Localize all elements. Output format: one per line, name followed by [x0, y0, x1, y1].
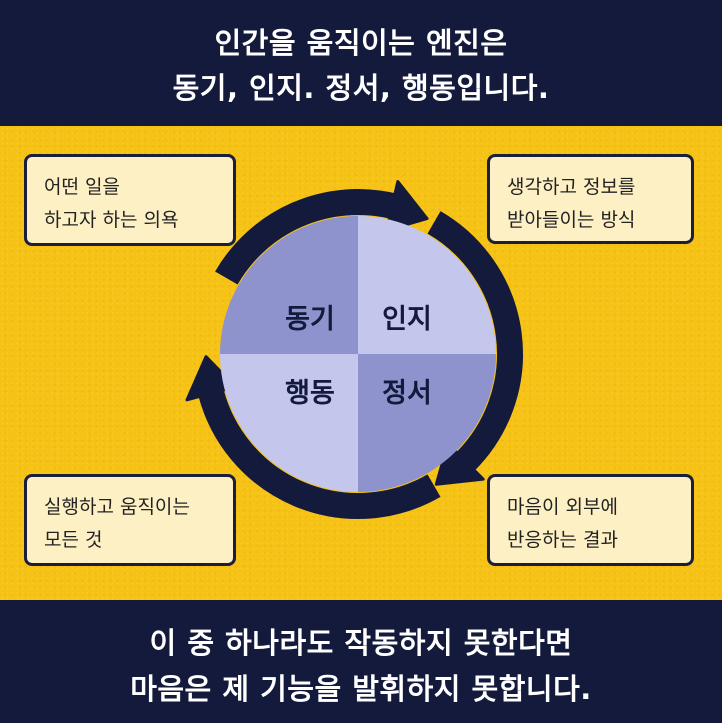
- quadrant-motivation: [220, 216, 358, 354]
- note-motivation: 어떤 일을 하고자 하는 의욕: [24, 154, 236, 246]
- note-emotion-line-2: 반응하는 결과: [507, 529, 618, 551]
- quadrant-label-behavior: 행동: [285, 378, 335, 409]
- ring-arc-top: [215, 189, 396, 285]
- cycle-quadrants: [220, 216, 496, 492]
- quadrant-behavior: [220, 354, 358, 492]
- header-line-2: 동기, 인지. 정서, 행동입니다.: [172, 71, 550, 105]
- quadrant-emotion: [358, 354, 496, 492]
- cycle-diagram: 동기 인지 행동 정서: [185, 180, 523, 519]
- footer-band: 이 중 하나라도 작동하지 못한다면 마음은 제 기능을 발휘하지 못합니다.: [0, 600, 722, 723]
- quadrant-label-motivation: 동기: [285, 304, 335, 335]
- header-line-1: 인간을 움직이는 엔진은: [214, 26, 508, 60]
- quadrant-label-emotion: 정서: [382, 378, 432, 409]
- quadrant-label-cognition: 인지: [382, 304, 432, 335]
- cycle-ring: [185, 180, 523, 519]
- note-cognition: 생각하고 정보를 받아들이는 방식: [487, 154, 694, 244]
- note-behavior: 실행하고 움직이는 모든 것: [24, 474, 236, 566]
- footer-line-1: 이 중 하나라도 작동하지 못한다면: [149, 626, 573, 660]
- note-behavior-line-2: 모든 것: [44, 529, 103, 551]
- header-band: 인간을 움직이는 엔진은 동기, 인지. 정서, 행동입니다.: [0, 0, 722, 126]
- arrowhead-left-icon: [185, 355, 237, 402]
- note-behavior-line-1: 실행하고 움직이는: [44, 496, 190, 518]
- note-emotion-line-1: 마음이 외부에: [507, 496, 618, 518]
- arrowhead-top-icon: [385, 180, 429, 232]
- note-cognition-line-1: 생각하고 정보를: [507, 176, 636, 198]
- note-emotion: 마음이 외부에 반응하는 결과: [487, 474, 694, 566]
- ring-arc-bottom: [198, 389, 441, 519]
- quadrant-cognition: [358, 216, 496, 354]
- note-motivation-line-1: 어떤 일을: [44, 176, 120, 198]
- note-motivation-line-2: 하고자 하는 의욕: [44, 209, 179, 231]
- note-cognition-line-2: 받아들이는 방식: [507, 209, 636, 231]
- footer-line-2: 마음은 제 기능을 발휘하지 못합니다.: [130, 672, 592, 706]
- ring-arc-right: [427, 211, 523, 471]
